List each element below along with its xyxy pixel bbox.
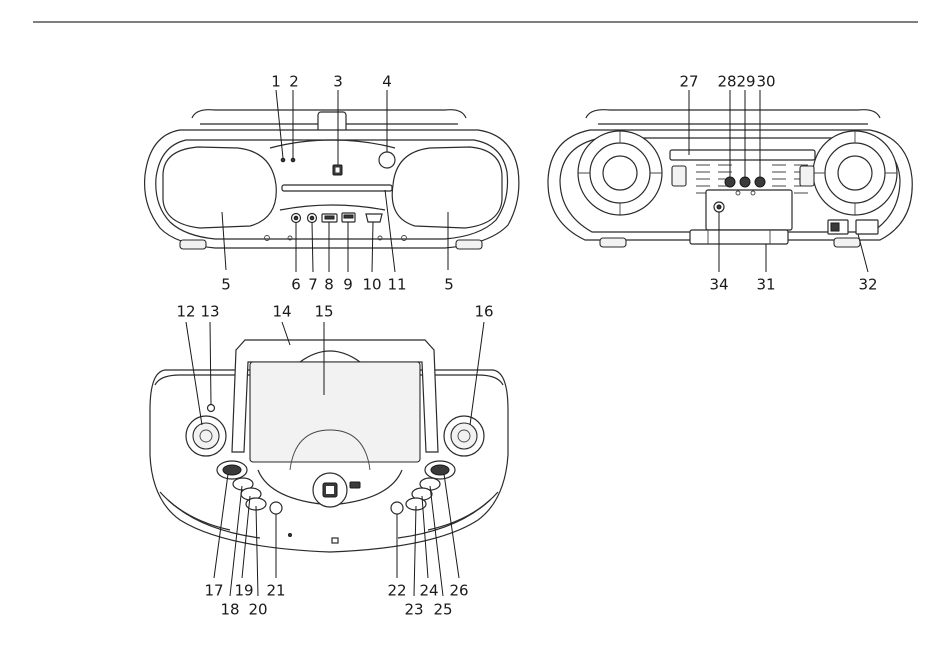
label-7: 7 xyxy=(308,276,318,294)
label-29: 29 xyxy=(736,73,755,91)
label-24: 24 xyxy=(419,582,438,600)
label-23: 23 xyxy=(404,601,423,619)
label-34: 34 xyxy=(709,276,728,294)
label-1: 1 xyxy=(271,73,281,91)
label-12: 12 xyxy=(176,303,195,321)
label-27: 27 xyxy=(679,73,698,91)
label-17: 17 xyxy=(204,582,223,600)
label-16: 16 xyxy=(474,303,493,321)
label-2: 2 xyxy=(289,73,299,91)
label-20: 20 xyxy=(248,601,267,619)
label-8: 8 xyxy=(324,276,334,294)
cd-lid xyxy=(250,362,420,462)
label-28: 28 xyxy=(717,73,736,91)
right-speaker xyxy=(392,147,502,228)
label-14: 14 xyxy=(272,303,291,321)
front-view xyxy=(145,110,519,249)
label-4: 4 xyxy=(382,73,392,91)
label-5-left: 5 xyxy=(221,276,231,294)
label-18: 18 xyxy=(220,601,239,619)
label-25: 25 xyxy=(433,601,452,619)
label-31: 31 xyxy=(756,276,775,294)
left-speaker xyxy=(163,147,276,228)
label-11: 11 xyxy=(387,276,406,294)
label-10: 10 xyxy=(362,276,381,294)
label-21: 21 xyxy=(266,582,285,600)
label-3: 3 xyxy=(333,73,343,91)
label-26: 26 xyxy=(449,582,468,600)
label-6: 6 xyxy=(291,276,301,294)
label-13: 13 xyxy=(200,303,219,321)
top-view xyxy=(150,340,508,552)
label-5-right: 5 xyxy=(444,276,454,294)
label-15: 15 xyxy=(314,303,333,321)
label-30: 30 xyxy=(756,73,775,91)
label-9: 9 xyxy=(343,276,353,294)
label-32: 32 xyxy=(858,276,877,294)
label-22: 22 xyxy=(387,582,406,600)
label-19: 19 xyxy=(234,582,253,600)
